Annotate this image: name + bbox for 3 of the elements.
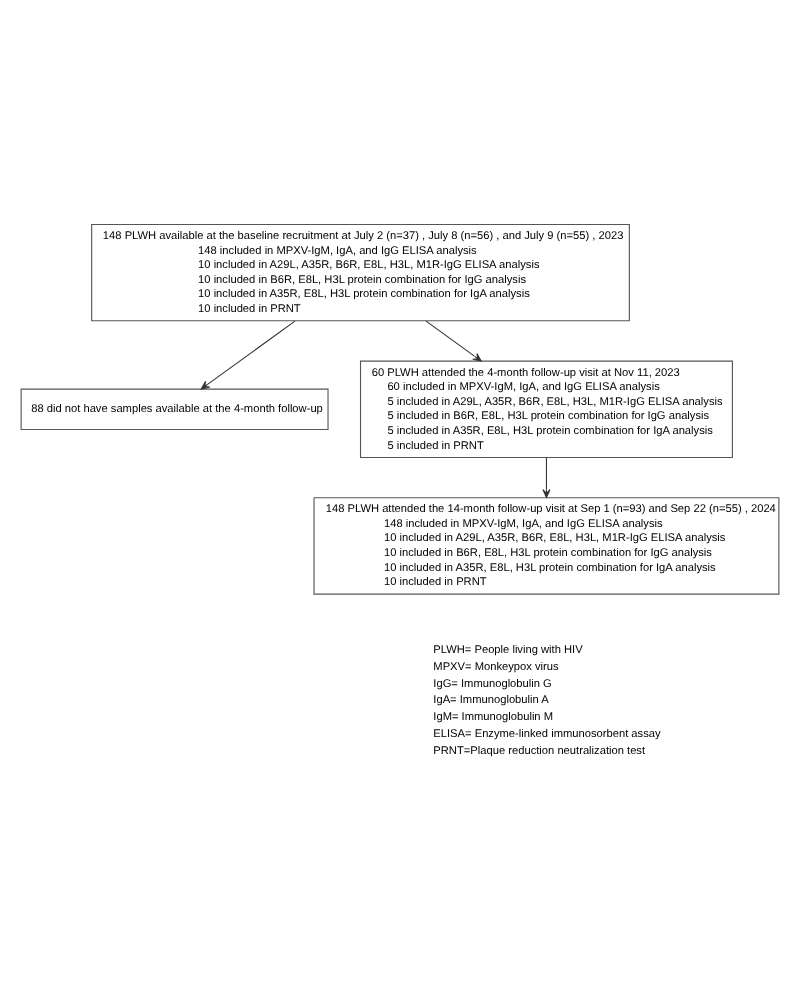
arrow bbox=[425, 320, 482, 362]
arrow bbox=[200, 320, 296, 390]
arrow bbox=[542, 457, 551, 498]
